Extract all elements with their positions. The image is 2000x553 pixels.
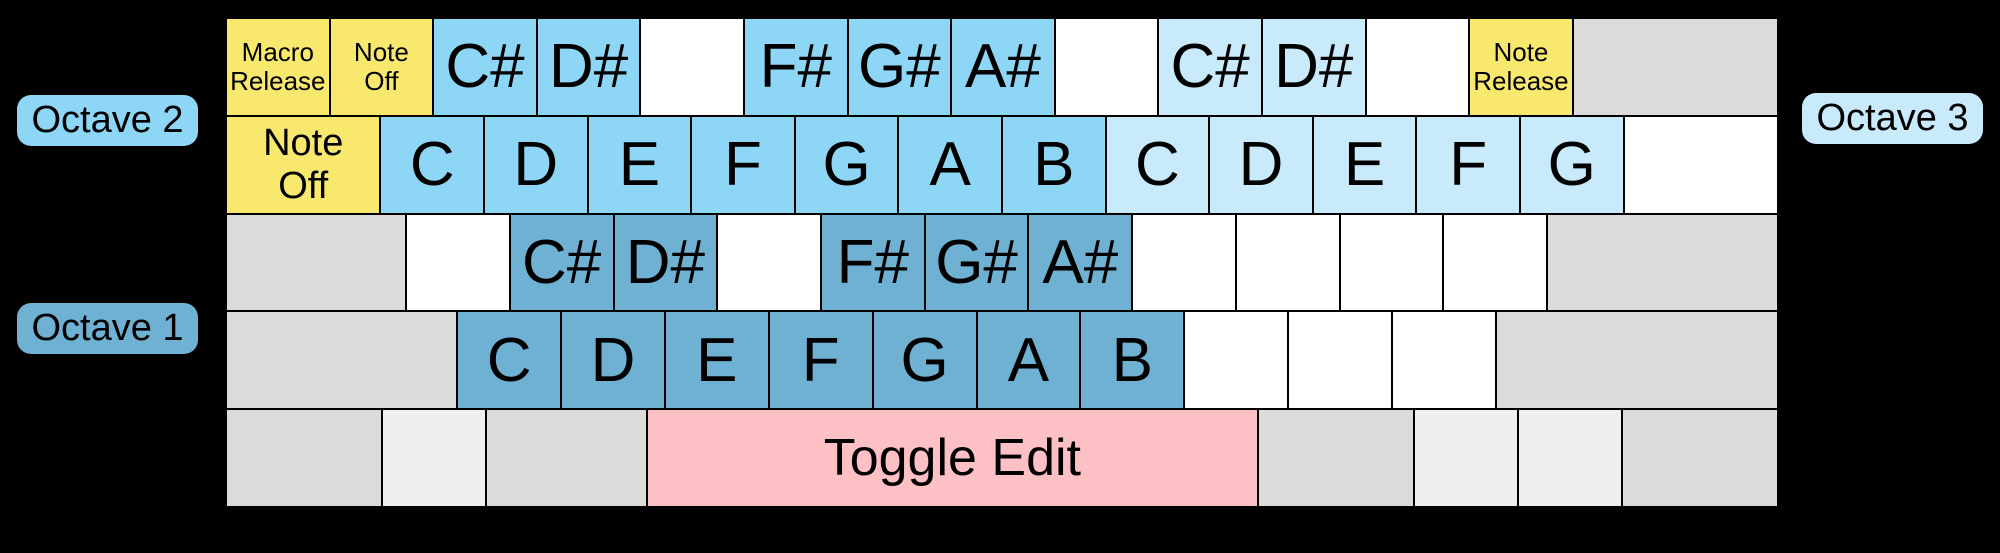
key-unassigned (1184, 311, 1289, 410)
key-inactive (1413, 409, 1518, 507)
key-a-sharp-oct1: A# (1028, 213, 1133, 312)
key-g-oct3: G (1519, 115, 1624, 214)
key-g-oct1: G (872, 311, 977, 410)
key-unassigned (1623, 115, 1778, 214)
key-d-sharp-oct1: D# (613, 213, 718, 312)
key-c-oct1: C (457, 311, 562, 410)
key-inactive (1495, 311, 1778, 410)
key-inactive (1622, 409, 1778, 507)
key-d-oct3: D (1209, 115, 1313, 214)
key-g-oct2: G (794, 115, 899, 214)
key-unassigned (406, 213, 510, 312)
key-f-oct2: F (691, 115, 795, 214)
key-c-sharp-oct3: C# (1158, 18, 1262, 116)
key-c-sharp-oct1: C# (509, 213, 614, 312)
keyboard-row-5: Toggle Edit (226, 409, 1778, 507)
key-d-sharp-oct3: D# (1261, 18, 1366, 116)
key-d-sharp-oct2: D# (536, 18, 641, 116)
key-g-sharp-oct2: G# (847, 18, 952, 116)
key-unassigned (1132, 213, 1236, 312)
key-d-oct1: D (561, 311, 665, 410)
key-note-off: Note Off (226, 115, 381, 214)
key-b-oct2: B (1001, 115, 1106, 214)
key-c-oct3: C (1105, 115, 1210, 214)
key-unassigned (717, 213, 821, 312)
key-unassigned (1391, 311, 1496, 410)
key-inactive (1572, 18, 1778, 116)
key-unassigned (1288, 311, 1392, 410)
key-inactive (1547, 213, 1779, 312)
key-g-sharp-oct1: G# (924, 213, 1029, 312)
key-unassigned (1235, 213, 1340, 312)
key-e-oct2: E (587, 115, 692, 214)
key-macro-release: Macro Release (226, 18, 330, 116)
key-inactive (226, 409, 382, 507)
key-b-oct1: B (1080, 311, 1185, 410)
key-inactive (226, 213, 407, 312)
octave-1-label: Octave 1 (17, 303, 198, 354)
key-e-oct1: E (664, 311, 769, 410)
octave-2-label: Octave 2 (17, 95, 198, 146)
key-note-off-top: Note Off (329, 18, 434, 116)
key-a-oct2: A (898, 115, 1002, 214)
key-note-release: Note Release (1469, 18, 1573, 116)
key-unassigned (1054, 18, 1159, 116)
key-a-oct1: A (976, 311, 1081, 410)
key-f-oct3: F (1416, 115, 1520, 214)
key-d-oct2: D (484, 115, 588, 214)
key-inactive (226, 311, 458, 410)
octave-3-label: Octave 3 (1802, 93, 1983, 144)
key-toggle-edit: Toggle Edit (646, 409, 1258, 507)
key-c-sharp-oct2: C# (433, 18, 537, 116)
key-unassigned (640, 18, 744, 116)
key-a-sharp-oct2: A# (951, 18, 1055, 116)
key-f-oct1: F (768, 311, 873, 410)
key-f-sharp-oct1: F# (820, 213, 925, 312)
key-unassigned (1365, 18, 1470, 116)
key-e-oct3: E (1312, 115, 1417, 214)
key-unassigned (1443, 213, 1548, 312)
key-c-oct2: C (380, 115, 484, 214)
keyboard-row-3: C#D# F#G#A# (226, 213, 1779, 312)
key-inactive (1518, 409, 1623, 507)
key-inactive (381, 409, 486, 507)
key-unassigned (1339, 213, 1444, 312)
key-f-sharp-oct2: F# (743, 18, 848, 116)
key-inactive (486, 409, 647, 507)
key-inactive (1258, 409, 1414, 507)
